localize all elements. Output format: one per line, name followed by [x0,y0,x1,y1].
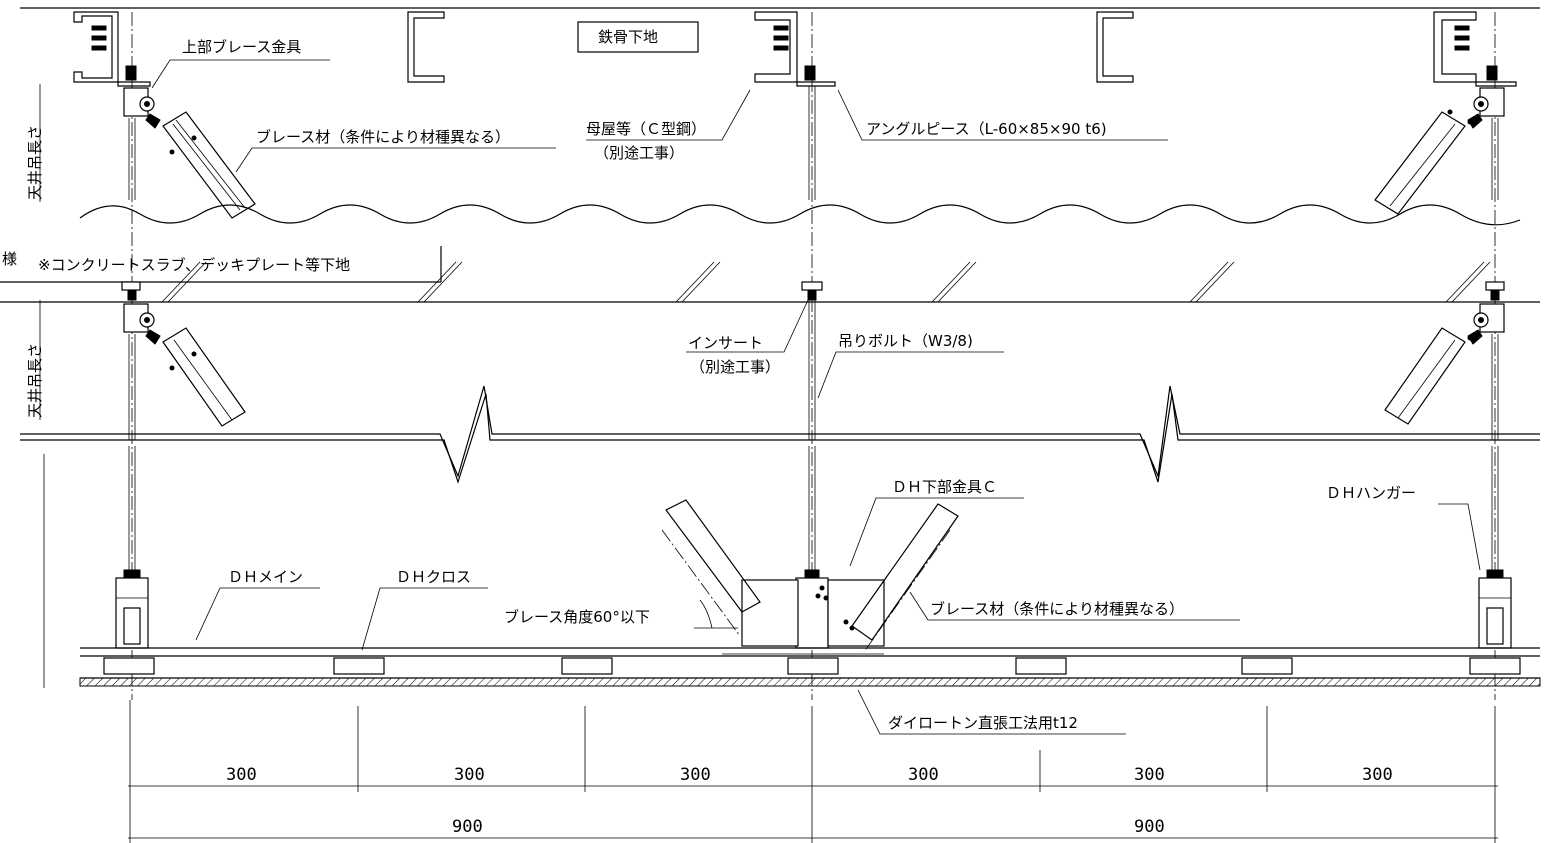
purlin-channel-5 [1433,11,1477,83]
dh-hanger-label: ＤＨハンガー [1326,484,1416,502]
spec-edge-label: 様 [2,250,17,268]
brace-member-bottom-label: ブレース材（条件により材種異なる） [930,600,1184,618]
purlin-note-label: （別途工事） [594,144,684,162]
dim-300-3: 300 [680,765,711,785]
upper-brace-right [1374,87,1505,215]
lower-braces [661,499,959,653]
insert-note-label: （別途工事） [690,358,780,376]
concrete-slab-note: ※コンクリートスラブ、デッキプレート等下地 [38,256,350,274]
ceiling-length-label-2: 天井吊長さ [26,343,44,418]
dh-cross-clips [103,657,1521,675]
slab-brace-right [1384,303,1505,425]
dimension-lines [39,84,1498,843]
dim-900-2: 900 [1134,817,1165,837]
angle-piece-center [796,81,836,87]
dim-900-1: 900 [452,817,483,837]
purlin-channel-3 [754,11,798,83]
leader-lines [151,59,1481,735]
insert-label: インサート [688,334,763,352]
upper-brace-left [123,87,256,219]
dim-300-2: 300 [454,765,485,785]
steel-base-label: 鉄骨下地 [598,28,658,46]
slab-brace-left [123,303,246,427]
dh-main-label: ＤＨメイン [228,568,303,586]
dh-lower-fitting-label: ＤＨ下部金具Ｃ [892,478,997,496]
hanging-bolt-label: 吊りボルト（W3/8) [838,332,973,350]
purlin-channel-4 [1096,11,1134,83]
dh-cross-label: ＤＨクロス [396,568,471,586]
dh-hanger-right [1478,569,1512,649]
brace-angle-marker [694,599,738,629]
wavy-break-line [79,204,1521,226]
purlin-bolts-left [91,25,107,51]
angle-piece-label: アングルピース（L-60×85×90 t6) [866,120,1107,138]
steel-base-section [20,7,1540,87]
dim-300-6: 300 [1362,765,1393,785]
purlin-bolts-center [773,25,789,51]
concrete-slab-section [0,246,1540,303]
zigzag-break-line [20,385,1540,484]
purlin-bolts-right [1454,25,1470,51]
dim-300-4: 300 [908,765,939,785]
ceiling-grid [79,647,1541,687]
purlin-label: 母屋等（Ｃ型鋼） [586,120,706,138]
upper-brace-fitting-label: 上部ブレース金具 [182,38,301,56]
purlin-channel-2 [407,11,445,83]
brace-angle-label: ブレース角度60°以下 [504,608,650,626]
dim-300-1: 300 [226,765,257,785]
brace-member-top-label: ブレース材（条件により材種異なる） [256,128,510,146]
dim-300-5: 300 [1134,765,1165,785]
dh-hanger-left [115,569,149,649]
angle-piece-right [1475,81,1517,87]
ceiling-length-label-1: 天井吊長さ [26,125,44,200]
dh-hanger-center [795,569,829,649]
board-label: ダイロートン直張工法用t12 [888,714,1078,732]
angle-piece-left [117,81,151,87]
steel-base-label-box [577,21,699,53]
